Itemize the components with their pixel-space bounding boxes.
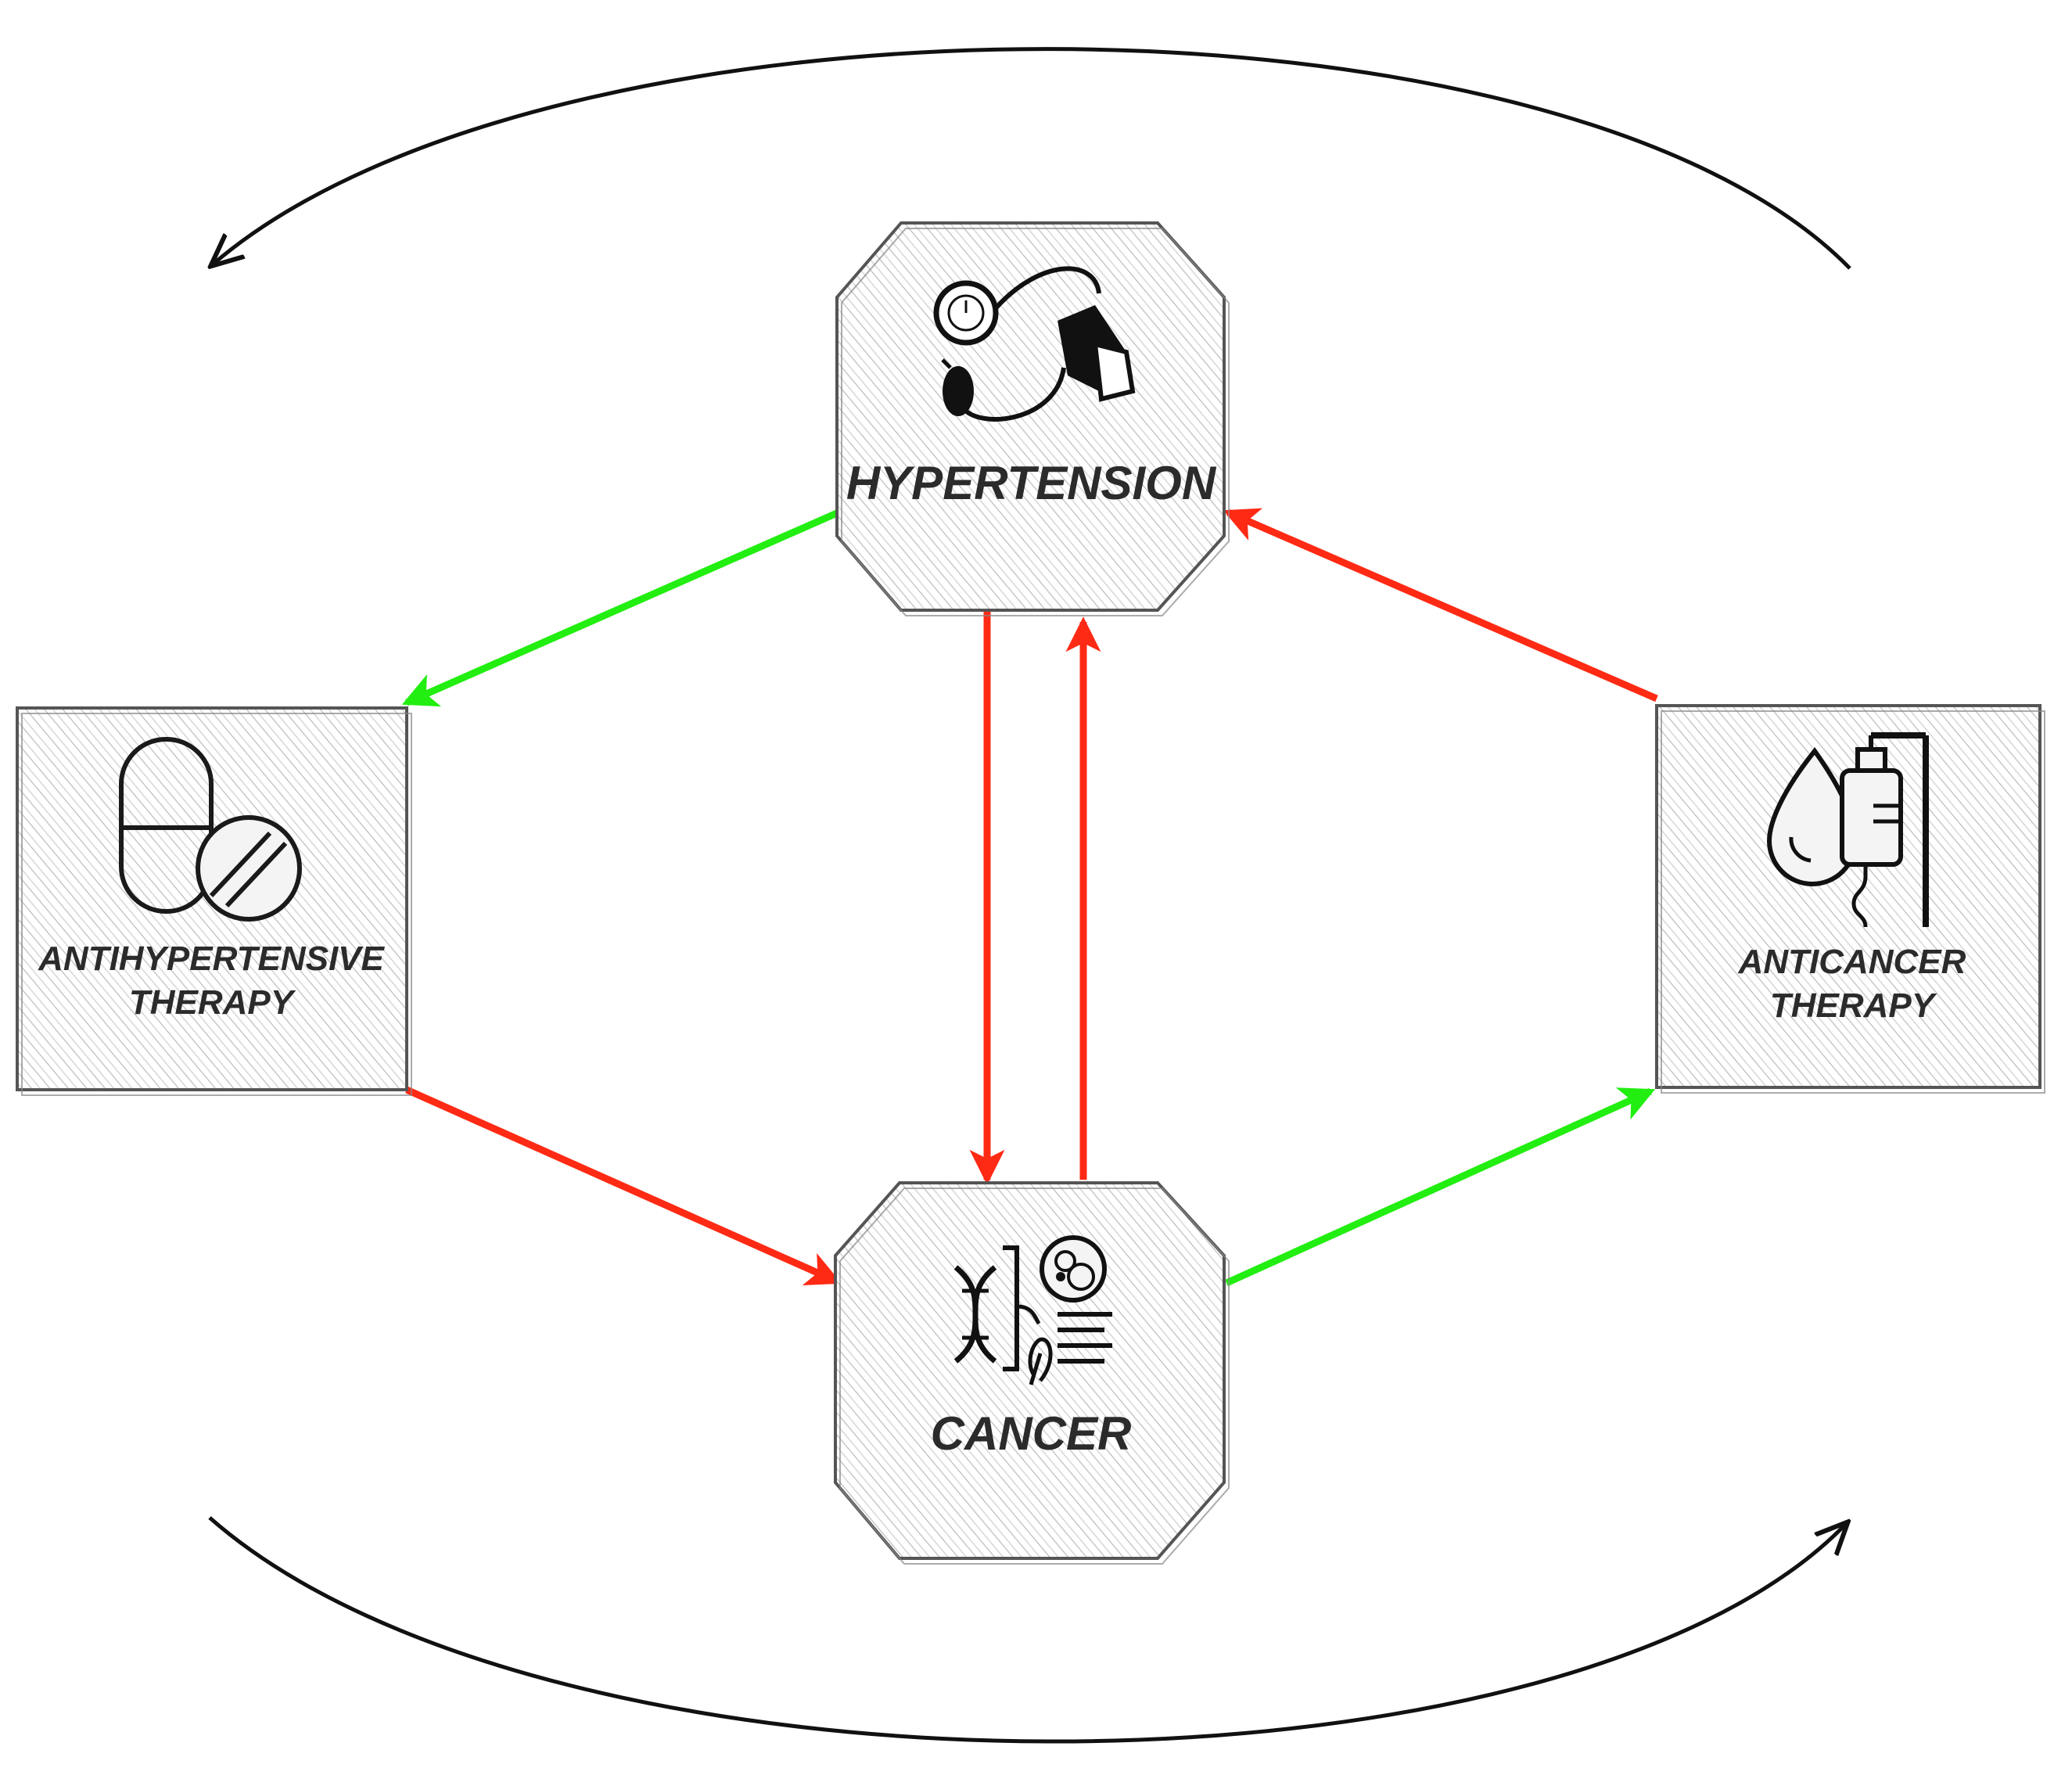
anticancer-label-line2: THERAPY (1770, 986, 1937, 1025)
antihypertensive-label-line1: ANTIHYPERTENSIVE (38, 940, 385, 978)
hypertension-label: HYPERTENSION (846, 457, 1217, 509)
node-anticancer-therapy: ANTICANCER THERAPY (1655, 704, 2045, 1094)
node-hypertension: HYPERTENSION (835, 221, 1230, 616)
top-cycle-arrow (213, 47, 1851, 268)
iv-drip-icon (1766, 732, 1929, 928)
bottom-cycle-arrow (208, 1516, 1846, 1744)
anticancer-label-line1: ANTICANCER (1738, 943, 1966, 981)
cancer-label: CANCER (931, 1407, 1132, 1460)
link-cancer-to-anticancer (1225, 1087, 1656, 1287)
node-cancer: CANCER (834, 1181, 1230, 1565)
pills-icon (119, 737, 302, 922)
blood-pressure-monitor-icon (933, 266, 1136, 422)
link-antihypertensive-to-cancer (405, 1086, 842, 1285)
node-antihypertensive-therapy: ANTIHYPERTENSIVE THERAPY (16, 706, 412, 1096)
dna-cell-icon (953, 1235, 1112, 1385)
link-anticancer-to-hypertension (1223, 508, 1658, 703)
link-hypertension-to-antihypertensive (401, 508, 840, 707)
antihypertensive-label-line2: THERAPY (129, 983, 296, 1022)
